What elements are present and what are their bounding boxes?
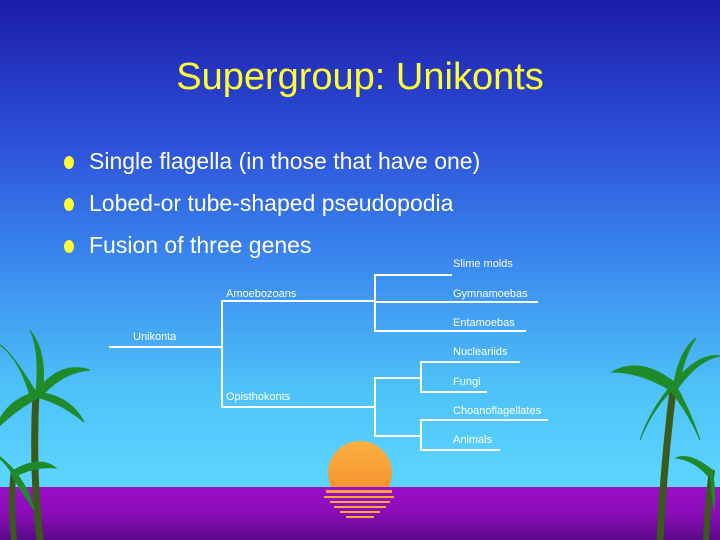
- tree-label-root: Unikonta: [133, 331, 176, 343]
- tree-branch-root-split: [221, 300, 223, 408]
- bullet-text: Single flagella (in those that have one): [89, 148, 480, 174]
- tree-branch-opisthokonts-split: [374, 377, 376, 436]
- tree-branch-opisthokonts: [221, 406, 375, 408]
- tree-branch-slime-molds: [374, 274, 452, 276]
- tree-branch-animals-split: [420, 419, 422, 450]
- tree-branch-gymnamoebas: [374, 301, 538, 303]
- tree-branch-upper-opisthokont: [374, 377, 421, 379]
- tree-label-leaf: Gymnamoebas: [453, 288, 528, 300]
- slide-title: Supergroup: Unikonts: [0, 56, 720, 99]
- bullet-dot-icon: [64, 156, 74, 169]
- tree-label-opisthokonts: Opisthokonts: [226, 391, 290, 403]
- tree-label-leaf: Animals: [453, 434, 492, 446]
- tree-label-amoebozoans: Amoebozoans: [226, 288, 296, 300]
- bullet-item: Fusion of three genes: [64, 230, 480, 272]
- tree-label-leaf: Entamoebas: [453, 317, 515, 329]
- bullet-dot-icon: [64, 198, 74, 211]
- tree-label-leaf: Nucleariids: [453, 346, 507, 358]
- tree-branch-amoebozoans: [221, 300, 375, 302]
- bullet-item: Single flagella (in those that have one): [64, 146, 480, 188]
- bullet-list: Single flagella (in those that have one)…: [64, 146, 480, 272]
- tree-label-leaf: Fungi: [453, 376, 481, 388]
- tree-label-leaf: Choanoflagellates: [453, 405, 541, 417]
- bullet-text: Fusion of three genes: [89, 232, 311, 258]
- tree-branch-choanoflagellates: [420, 419, 548, 421]
- tree-label-leaf: Slime molds: [453, 258, 513, 270]
- tree-branch-lower-opisthokont: [374, 435, 421, 437]
- tree-branch-fungi-split: [420, 361, 422, 392]
- tree-branch-entamoebas: [374, 330, 526, 332]
- bullet-item: Lobed-or tube-shaped pseudopodia: [64, 188, 480, 230]
- tree-branch-fungi: [420, 391, 487, 393]
- tree-branch-nucleariids: [420, 361, 520, 363]
- bullet-dot-icon: [64, 240, 74, 253]
- bullet-text: Lobed-or tube-shaped pseudopodia: [89, 190, 453, 216]
- tree-branch-animals: [420, 449, 500, 451]
- tree-branch-root: [109, 346, 222, 348]
